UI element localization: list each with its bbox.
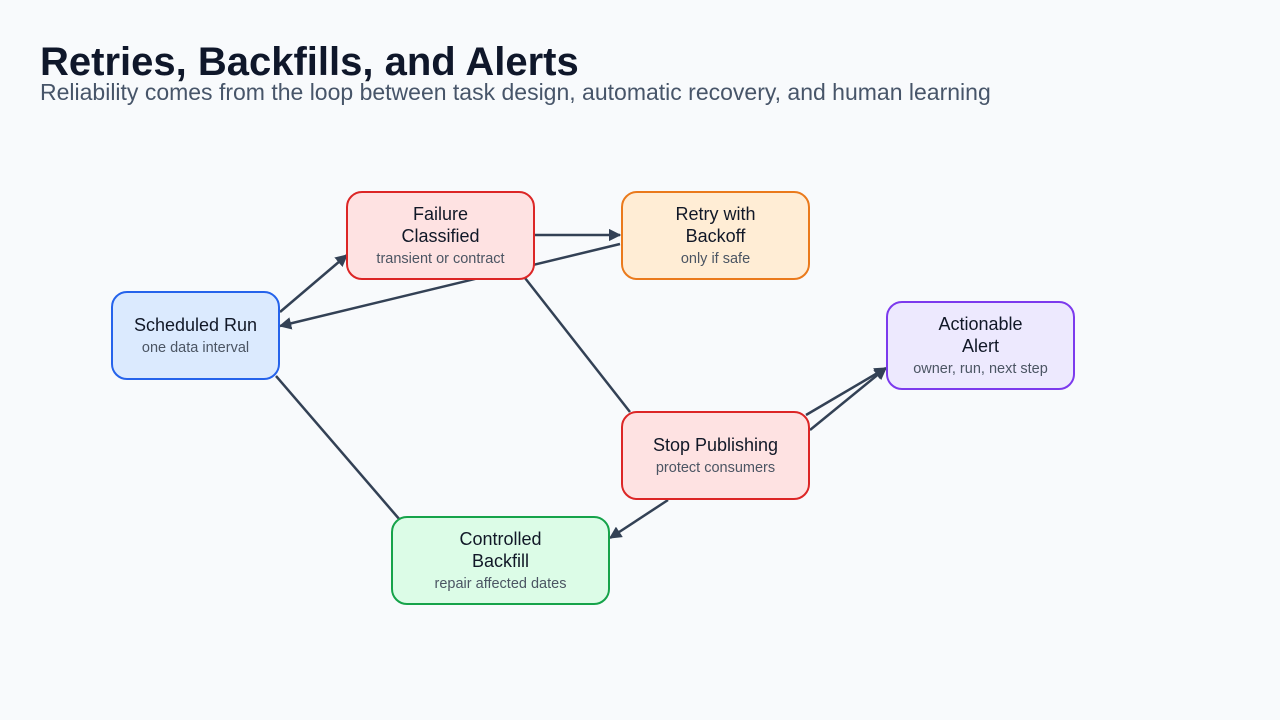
node-retry-with-backoff: Retry with Backoff only if safe: [621, 191, 810, 280]
node-title: Scheduled Run: [133, 315, 258, 335]
node-title-line1: Actionable: [938, 314, 1023, 334]
node-scheduled-run: Scheduled Run one data interval: [111, 291, 280, 380]
node-title-line1: Retry with: [675, 204, 756, 224]
edge-stop-to-alert-lower: [809, 367, 887, 431]
node-failure-classified: Failure Classified transient or contract: [346, 191, 535, 280]
edge-retry-to-scheduled: [278, 242, 621, 330]
page-subtitle: Reliability comes from the loop between …: [40, 79, 991, 105]
edge-failure-to-stop: [524, 277, 631, 413]
node-subtitle: repair affected dates: [434, 576, 567, 592]
node-subtitle: only if safe: [680, 251, 751, 267]
node-title-line2: Alert: [961, 336, 999, 356]
node-subtitle: transient or contract: [376, 251, 505, 267]
edge-scheduled-to-backfill: [275, 375, 401, 521]
node-actionable-alert: Actionable Alert owner, run, next step: [886, 301, 1075, 390]
node-subtitle: one data interval: [141, 340, 250, 356]
edge-scheduled-to-failure: [279, 254, 348, 313]
page-title: Retries, Backfills, and Alerts: [40, 40, 579, 84]
node-title-line1: Controlled: [459, 529, 542, 549]
node-controlled-backfill: Controlled Backfill repair affected date…: [391, 516, 610, 605]
edge-stop-to-alert-upper: [805, 366, 888, 417]
node-title-line1: Failure: [412, 204, 469, 224]
node-stop-publishing: Stop Publishing protect consumers: [621, 411, 810, 500]
node-title-line2: Backoff: [685, 226, 746, 246]
edge-stop-to-backfill: [608, 498, 669, 540]
node-subtitle: protect consumers: [655, 460, 776, 476]
node-title-line2: Backfill: [471, 551, 529, 571]
node-title: Stop Publishing: [652, 435, 779, 455]
node-title-line2: Classified: [401, 226, 480, 246]
node-subtitle: owner, run, next step: [913, 361, 1048, 377]
